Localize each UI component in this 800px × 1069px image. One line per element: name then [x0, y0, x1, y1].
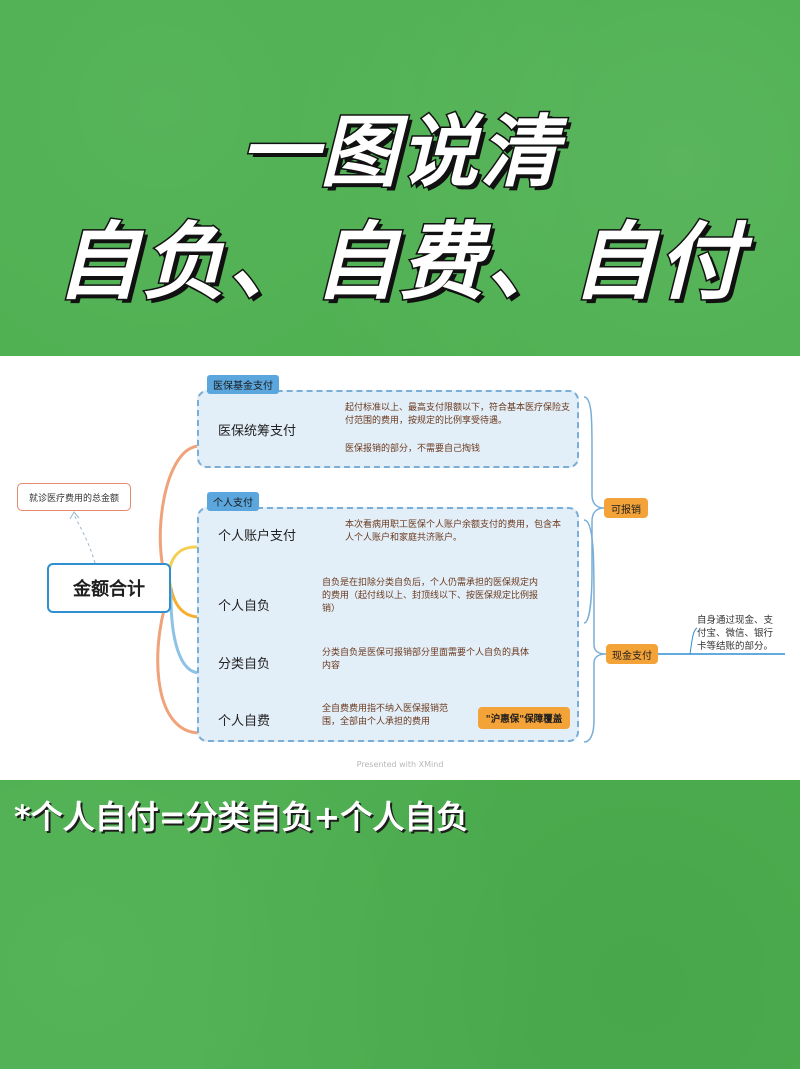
category-self-pay-desc: 分类自负是医保可报销部分里面需要个人自负的具体内容 — [322, 648, 530, 671]
root-note: 就诊医疗费用的总金额 — [17, 483, 131, 511]
formula-text: *个人自付=分类自负+个人自负 — [14, 798, 469, 836]
reimbursable-tag: 可报销 — [604, 498, 648, 518]
headline-line-2: 自负、自费、自付 — [54, 213, 744, 312]
fund-node: 医保统筹支付 — [218, 424, 297, 439]
self-pay-desc: 自负是在扣除分类自负后，个人仍需承担的医保规定内的费用（起付线以上、封顶线以下、… — [322, 578, 539, 614]
cash-brace — [583, 519, 607, 743]
xmind-watermark: Presented with XMind — [356, 760, 444, 769]
root-node: 金额合计 — [47, 563, 171, 613]
root-note-connector — [73, 514, 96, 564]
personal-account-desc: 本次看病用职工医保个人账户余额支付的费用，包含本人个人账户和家庭共济账户。 — [345, 520, 562, 543]
cash-note: 自身通过现金、支付宝、微信、银行卡等结账的部分。 — [697, 615, 774, 652]
personal-account-node: 个人账户支付 — [218, 529, 297, 544]
fund-desc-1: 起付标准以上、最高支付限额以下，符合基本医疗保险支付范围的费用，按规定的比例享受… — [345, 403, 571, 426]
headline-line-1: 一图说清 — [238, 107, 560, 200]
out-of-pocket-desc: 全自费费用指不纳入医保报销范围，全部由个人承担的费用 — [322, 704, 449, 727]
fund-group-box — [197, 390, 579, 468]
cash-payment-tag: 现金支付 — [606, 644, 658, 664]
personal-group-tag: 个人支付 — [207, 492, 259, 511]
cash-note-bracket — [689, 627, 698, 655]
personal-group-box — [197, 507, 579, 742]
self-pay-node: 个人自负 — [218, 599, 271, 614]
category-self-pay-node: 分类自负 — [218, 657, 271, 672]
root-note-arrowhead — [69, 511, 80, 520]
fund-group-tag: 医保基金支付 — [207, 375, 279, 394]
huhuibao-tag: "沪惠保"保障覆盖 — [478, 707, 570, 729]
fund-desc-2: 医保报销的部分，不需要自己掏钱 — [345, 444, 481, 454]
out-of-pocket-node: 个人自费 — [218, 714, 271, 729]
